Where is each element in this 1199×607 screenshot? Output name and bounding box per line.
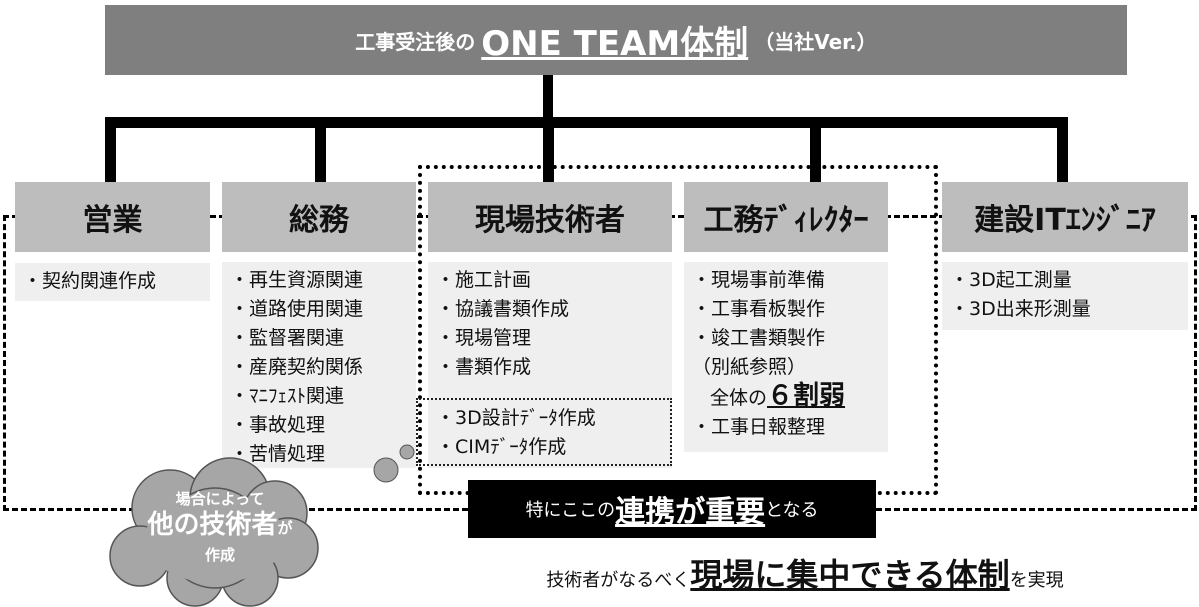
- task-item: ・道路使用関連: [230, 298, 364, 320]
- tasks-site-engineer: ・施工計画 ・協議書類作成 ・現場管理 ・書類作成: [428, 262, 672, 468]
- connector-drop-sales: [105, 117, 116, 182]
- task-item: ・施工計画: [436, 269, 532, 291]
- connector-drop-general: [315, 117, 326, 182]
- task-item: ・工事日報整理: [692, 416, 826, 438]
- task-item: ・再生資源関連: [230, 269, 364, 291]
- diagram-title: 工事受注後の ONE TEAM体制 （当社Ver.）: [105, 5, 1127, 75]
- callout-prefix: 特にここの: [525, 500, 616, 521]
- connector-trunk: [543, 75, 553, 125]
- title-main: ONE TEAM体制: [481, 23, 749, 64]
- cloud-line2-suffix: が: [277, 519, 293, 537]
- task-item: ・書類作成: [436, 356, 532, 378]
- shared-tasks-box: ・3D設計ﾃﾞｰﾀ作成 ・CIMﾃﾞｰﾀ作成: [416, 398, 672, 466]
- footer-emphasis: 現場に集中できる体制: [690, 556, 1010, 594]
- footer-statement: 技術者がなるべく現場に集中できる体制を実現: [480, 550, 1130, 596]
- share-note: 全体の６割弱: [692, 382, 880, 413]
- callout-emphasis: 連携が重要: [615, 495, 766, 530]
- header-site-engineer: 現場技術者: [428, 182, 672, 252]
- header-sales: 営業: [15, 182, 210, 252]
- task-item: ・事故処理: [230, 414, 326, 436]
- thought-cloud-icon: [109, 444, 415, 607]
- cloud-line3: 作成: [204, 546, 235, 564]
- connector-drop-engineer: [543, 117, 554, 182]
- task-item: ・CIMﾃﾞｰﾀ作成: [436, 436, 567, 458]
- task-item: ・苦情処理: [230, 443, 326, 465]
- task-item: ・3D起工測量: [950, 269, 1072, 291]
- title-prefix: 工事受注後の: [355, 29, 476, 54]
- header-general-affairs: 総務: [222, 182, 416, 252]
- callout-suffix: となる: [765, 500, 819, 521]
- share-note-prefix: 全体の: [710, 387, 768, 409]
- task-item: ・工事看板製作: [692, 298, 826, 320]
- task-item: ・3D設計ﾃﾞｰﾀ作成: [436, 407, 596, 429]
- task-item: ・ﾏﾆﾌｪｽﾄ関連: [230, 385, 345, 407]
- tasks-general-affairs: ・再生資源関連 ・道路使用関連 ・監督署関連 ・産廃契約関係 ・ﾏﾆﾌｪｽﾄ関連…: [222, 262, 416, 468]
- title-suffix: （当社Ver.）: [754, 29, 877, 54]
- task-item: ・現場事前準備: [692, 269, 826, 291]
- task-item: ・産廃契約関係: [230, 356, 364, 378]
- task-item: ・現場管理: [436, 327, 532, 349]
- task-item: ・契約関連作成: [23, 270, 157, 292]
- task-item: ・監督署関連: [230, 327, 345, 349]
- tasks-sales: ・契約関連作成: [15, 263, 210, 301]
- share-note-emphasis: ６割弱: [767, 381, 846, 411]
- task-item: （別紙参照）: [692, 356, 807, 378]
- task-item: ・協議書類作成: [436, 298, 570, 320]
- footer-suffix: を実現: [1009, 570, 1064, 591]
- collaboration-callout: 特にここの 連携が重要 となる: [468, 480, 876, 538]
- connector-drop-it: [1057, 117, 1068, 182]
- connector-horizontal: [105, 117, 1067, 128]
- connector-drop-director: [810, 117, 821, 182]
- header-director: 工務ﾃﾞｨﾚｸﾀｰ: [684, 182, 888, 252]
- cloud-line1: 場合によって: [175, 490, 265, 508]
- cloud-line2: 他の技術者: [147, 510, 278, 540]
- task-item: ・竣工書類製作: [692, 327, 826, 349]
- header-it-engineer: 建設ITｴﾝｼﾞﾆｱ: [942, 182, 1188, 252]
- footer-prefix: 技術者がなるべく: [546, 570, 691, 591]
- cloud-text: 場合によって 他の技術者が 作成: [125, 488, 315, 565]
- tasks-director: ・現場事前準備 ・工事看板製作 ・竣工書類製作 （別紙参照） 全体の６割弱 ・工…: [684, 262, 888, 452]
- task-item: ・3D出来形測量: [950, 298, 1091, 320]
- tasks-it-engineer: ・3D起工測量 ・3D出来形測量: [942, 262, 1188, 330]
